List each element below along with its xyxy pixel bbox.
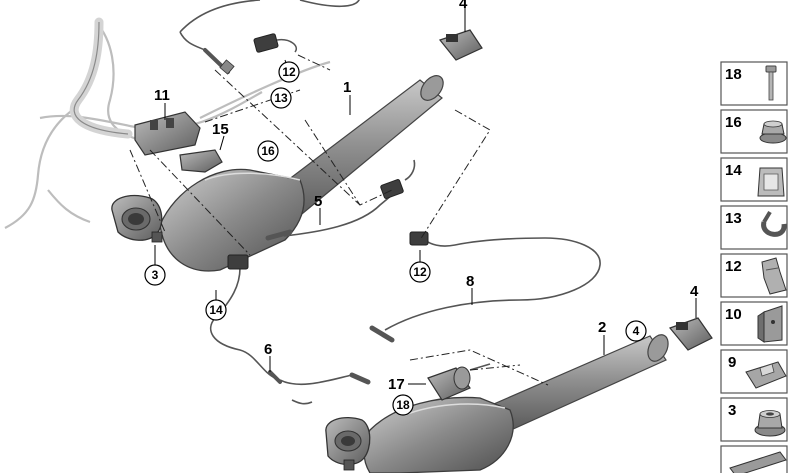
callout-circle-13: 13 bbox=[274, 91, 288, 105]
callout-8: 8 bbox=[466, 273, 474, 290]
catalytic-converter-1 bbox=[159, 168, 305, 272]
callout-circle-16: 16 bbox=[261, 144, 275, 158]
legend-number-2: 16 bbox=[725, 114, 742, 131]
leader-lines bbox=[154, 8, 697, 385]
callout-circle-4: 4 bbox=[633, 324, 640, 338]
catalytic-converter-2 bbox=[363, 396, 514, 473]
callout-4-top: 4 bbox=[459, 0, 468, 12]
bracket-plate-icon bbox=[757, 305, 783, 343]
holder-15 bbox=[179, 149, 223, 173]
callout-circle-18: 18 bbox=[396, 398, 410, 412]
spring-clip-icon bbox=[761, 257, 787, 295]
connector-top bbox=[253, 33, 297, 53]
oxygen-sensor-top bbox=[203, 48, 235, 75]
oxygen-sensor-6 bbox=[227, 254, 371, 385]
callout-circle-14: 14 bbox=[209, 303, 223, 317]
circled-callouts bbox=[144, 61, 647, 416]
callout-circle-12-top: 12 bbox=[282, 65, 296, 79]
bolt-icon bbox=[765, 65, 777, 101]
clamp-4-bottom bbox=[668, 317, 713, 351]
cable-clip-icon bbox=[757, 167, 785, 197]
callout-11: 11 bbox=[154, 87, 170, 104]
callout-labels: 1 2 4 4 5 6 8 11 15 17 bbox=[154, 0, 699, 393]
parts-legend: 18 16 14 13 12 10 9 3 bbox=[720, 61, 788, 473]
sensor-cable-8 bbox=[384, 237, 601, 331]
callout-4-bottom: 4 bbox=[690, 283, 699, 300]
clamp-4-top bbox=[438, 29, 483, 61]
legend-number-1: 18 bbox=[725, 66, 742, 83]
exhaust-flange-2 bbox=[325, 417, 371, 471]
oxygen-sensor-8 bbox=[369, 231, 429, 343]
callout-circle-12-mid: 12 bbox=[413, 265, 427, 279]
callout-2: 2 bbox=[598, 319, 606, 336]
top-sensor-cable bbox=[179, 0, 360, 51]
sensor-cable-5 bbox=[283, 159, 416, 237]
legend-number-6: 10 bbox=[725, 306, 742, 323]
open-ring-clip-icon bbox=[761, 210, 787, 237]
rubber-mount-17 bbox=[427, 363, 491, 401]
callout-6: 6 bbox=[264, 341, 272, 358]
legend-number-7: 9 bbox=[728, 354, 736, 371]
callout-5: 5 bbox=[314, 193, 322, 210]
hex-collar-nut-icon bbox=[759, 120, 787, 144]
callout-1: 1 bbox=[343, 79, 351, 96]
callout-15: 15 bbox=[212, 121, 229, 138]
partial-legend-part-icon bbox=[729, 451, 787, 473]
holder-clip-icon bbox=[745, 361, 787, 389]
legend-number-3: 14 bbox=[725, 162, 742, 179]
legend-number-8: 3 bbox=[728, 402, 736, 419]
oxygen-sensor-5 bbox=[265, 179, 404, 241]
callout-17: 17 bbox=[388, 376, 405, 393]
legend-number-5: 12 bbox=[725, 258, 742, 275]
exhaust-flange-1 bbox=[111, 195, 163, 243]
flange-nut-icon bbox=[754, 410, 786, 437]
sensor-cable-6 bbox=[209, 267, 353, 405]
coolant-hose bbox=[69, 17, 133, 139]
legend-number-4: 13 bbox=[725, 210, 742, 227]
callout-circle-3: 3 bbox=[152, 268, 159, 282]
sensor-bracket-11 bbox=[134, 111, 201, 156]
